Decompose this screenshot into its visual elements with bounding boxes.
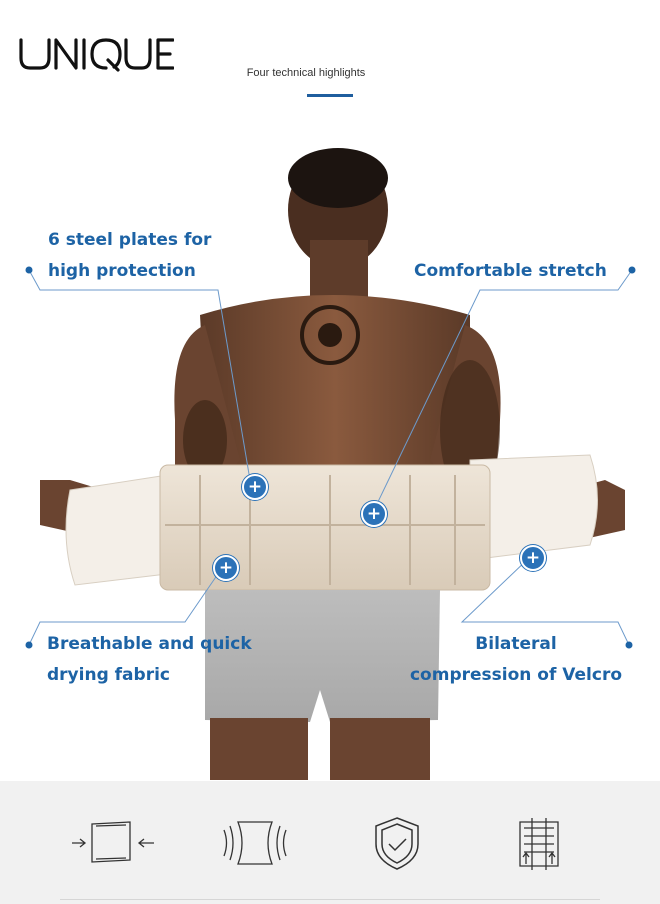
callout-line: high protection [48,261,196,281]
hotspot-marker[interactable]: + [242,474,268,500]
hotspot-marker[interactable]: + [361,501,387,527]
callout-breathable-fabric: Breathable and quick drying fabric [47,629,252,691]
brand-logo [19,38,174,72]
footer-divider [60,899,600,900]
callout-line: compression of Velcro [409,665,623,685]
steel-plates-icon [519,818,559,870]
subtitle-underline [307,94,353,97]
callout-line: 6 steel plates for [48,230,212,250]
feature-icon-strip [0,781,660,904]
stretch-fabric-icon [223,821,287,865]
section-subtitle: Four technical highlights [246,67,366,79]
callout-line: drying fabric [47,665,170,685]
callout-velcro-compression: Bilateral compression of Velcro [404,629,628,691]
shield-check-icon [375,817,419,870]
hotspot-marker[interactable]: + [213,555,239,581]
callout-line: Breathable and quick [47,634,252,654]
compression-arrows-icon [72,821,154,863]
callout-steel-plates: 6 steel plates for high protection [48,225,211,287]
callout-line: Bilateral [475,634,557,654]
hotspot-marker[interactable]: + [520,545,546,571]
callout-comfortable-stretch: Comfortable stretch [414,256,607,287]
callout-line: Comfortable stretch [414,261,607,281]
